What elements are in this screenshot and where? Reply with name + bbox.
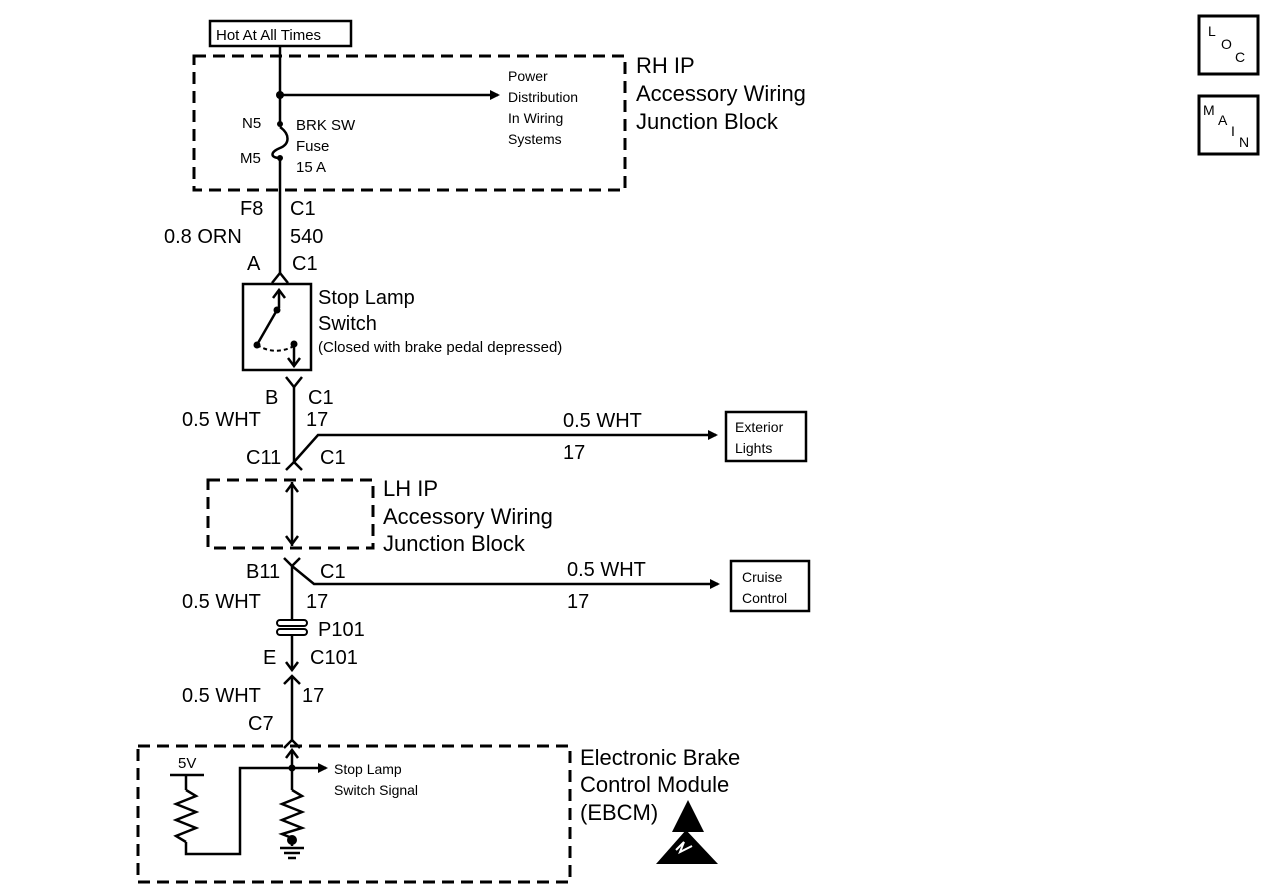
connector-c11-symbol bbox=[285, 460, 303, 471]
main-letter-i: I bbox=[1231, 123, 1235, 139]
exterior-wire-circuit: 17 bbox=[563, 442, 585, 464]
fuse-label-1: BRK SW bbox=[296, 117, 356, 134]
cruise-wire-color: 0.5 WHT bbox=[567, 559, 646, 581]
fuse-pin-n5: N5 bbox=[242, 115, 261, 132]
switch-lower-arrow bbox=[287, 357, 301, 369]
wire1-circuit: 540 bbox=[290, 226, 323, 248]
exterior-label-2: Lights bbox=[735, 440, 772, 456]
stop-lamp-switch-box bbox=[241, 282, 313, 372]
splice-p101-top bbox=[276, 619, 308, 627]
loc-letter-o: O bbox=[1221, 36, 1232, 52]
wire1-conn-bottom: C1 bbox=[292, 253, 318, 275]
fuse-symbol bbox=[271, 125, 289, 160]
loc-button[interactable]: L O C bbox=[1197, 14, 1260, 76]
switch-dashed-path bbox=[256, 344, 295, 352]
wire2-pin-bottom: C11 bbox=[246, 447, 281, 469]
power-dist-line-4: Systems bbox=[508, 131, 562, 147]
lh-block-arrow-down bbox=[285, 535, 299, 547]
power-dist-line-2: Distribution bbox=[508, 89, 578, 105]
wire3-pin-bottom: E bbox=[263, 647, 276, 669]
fuse-label-2: Fuse bbox=[296, 138, 329, 155]
wire1-conn-top: C1 bbox=[290, 198, 316, 220]
fuse-terminal-top bbox=[277, 121, 283, 127]
rh-junction-block-outline bbox=[192, 54, 627, 192]
wire2-conn-top: C1 bbox=[308, 387, 334, 409]
ebcm-title-1: Electronic Brake bbox=[580, 745, 740, 770]
exterior-lights-wire bbox=[293, 430, 718, 463]
wire4-pin: C7 bbox=[248, 713, 274, 735]
rh-block-title-1: RH IP bbox=[636, 53, 695, 78]
power-dist-line-1: Power bbox=[508, 68, 548, 84]
main-letter-n: N bbox=[1239, 134, 1249, 150]
wire4-color: 0.5 WHT bbox=[182, 685, 261, 707]
splice-label: P101 bbox=[318, 619, 365, 641]
cruise-control-wire bbox=[291, 565, 720, 589]
power-dist-line-3: In Wiring bbox=[508, 110, 563, 126]
switch-upper-arrow bbox=[272, 287, 286, 299]
lh-block-title-1: LH IP bbox=[383, 476, 438, 501]
signal-label-2: Switch Signal bbox=[334, 782, 418, 798]
wire3-conn-top: C1 bbox=[320, 561, 346, 583]
cruise-control-box bbox=[729, 559, 811, 613]
lh-block-title-2: Accessory Wiring bbox=[383, 504, 553, 529]
exterior-wire-color: 0.5 WHT bbox=[563, 410, 642, 432]
splice-p101-bottom bbox=[276, 628, 308, 636]
pullup-resistor-icon bbox=[172, 788, 200, 844]
connector-e-arrow bbox=[285, 661, 299, 673]
pullup-wire bbox=[184, 766, 292, 856]
fuse-label-3: 15 A bbox=[296, 159, 326, 176]
lh-junction-block-outline bbox=[206, 478, 375, 550]
main-letter-m: M bbox=[1203, 102, 1215, 118]
wire3-pin-top: B11 bbox=[246, 561, 280, 583]
loc-letter-l: L bbox=[1208, 23, 1216, 39]
wire2-circuit: 17 bbox=[306, 409, 328, 431]
wire3-color: 0.5 WHT bbox=[182, 591, 261, 613]
switch-title-1: Stop Lamp bbox=[318, 287, 415, 309]
switch-blade bbox=[256, 309, 279, 344]
lh-block-arrow-up bbox=[285, 481, 299, 493]
wire1-pin-bottom: A bbox=[247, 253, 261, 275]
ebcm-outline bbox=[136, 744, 572, 884]
wire2-pin-top: B bbox=[265, 387, 278, 409]
exterior-lights-box bbox=[724, 410, 808, 463]
loc-letter-c: C bbox=[1235, 49, 1245, 65]
wire1-pin-top: F8 bbox=[240, 198, 263, 220]
pulldown-resistor-icon bbox=[278, 788, 306, 840]
ground-node bbox=[287, 835, 297, 845]
wire4-circuit: 17 bbox=[302, 685, 324, 707]
main-button[interactable]: M A I N bbox=[1197, 94, 1260, 156]
cruise-label-2: Control bbox=[742, 590, 787, 606]
ground-icon bbox=[280, 846, 304, 860]
cruise-label-1: Cruise bbox=[742, 569, 783, 585]
cruise-wire-circuit: 17 bbox=[567, 591, 589, 613]
wire3-conn-bottom: C101 bbox=[310, 647, 358, 669]
lh-block-title-3: Junction Block bbox=[383, 531, 526, 556]
wire3-circuit: 17 bbox=[306, 591, 328, 613]
main-letter-a: A bbox=[1218, 112, 1228, 128]
ebcm-title-2: Control Module bbox=[580, 772, 729, 797]
wire1-color: 0.8 ORN bbox=[164, 226, 242, 248]
switch-title-2: Switch bbox=[318, 313, 377, 335]
fuse-pin-m5: M5 bbox=[240, 150, 261, 167]
fuse-terminal-bottom bbox=[277, 155, 283, 161]
rh-block-title-2: Accessory Wiring bbox=[636, 81, 806, 106]
ebcm-voltage: 5V bbox=[178, 755, 196, 772]
signal-label-1: Stop Lamp bbox=[334, 761, 402, 777]
connector-a-symbol bbox=[271, 270, 289, 284]
switch-note: (Closed with brake pedal depressed) bbox=[318, 339, 562, 356]
esd-warning-icon bbox=[656, 800, 718, 864]
ebcm-title-3: (EBCM) bbox=[580, 800, 658, 825]
wire2-color: 0.5 WHT bbox=[182, 409, 261, 431]
exterior-label-1: Exterior bbox=[735, 419, 784, 435]
connector-b-symbol bbox=[285, 376, 303, 390]
rh-block-title-3: Junction Block bbox=[636, 109, 779, 134]
wire2-conn-bottom: C1 bbox=[320, 447, 346, 469]
power-source-label: Hot At All Times bbox=[216, 27, 321, 44]
connector-b11-symbol bbox=[283, 557, 301, 568]
